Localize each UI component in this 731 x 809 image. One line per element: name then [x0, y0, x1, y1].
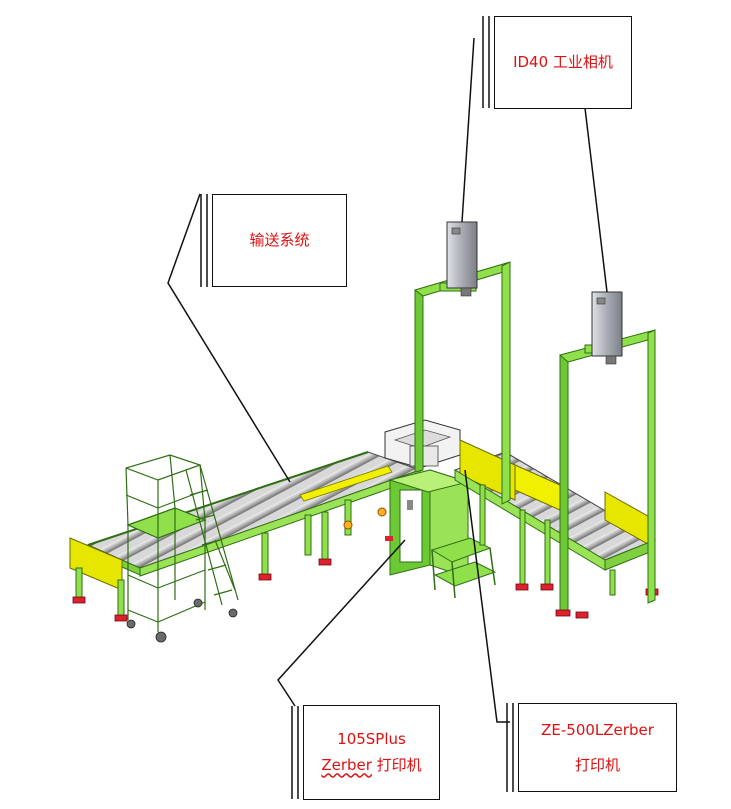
- callout-printer-b: ZE-500LZerber 打印机: [518, 703, 677, 792]
- camera-frame-right: [559, 329, 656, 613]
- callout-conveyor: 输送系统: [212, 194, 347, 287]
- printer-station: [384, 419, 497, 599]
- callout-printer-a-line2: Zerber 打印机: [321, 753, 421, 779]
- callout-printer-a: 105SPlus Zerber 打印机: [303, 705, 440, 800]
- platform-stair: [125, 454, 239, 632]
- callout-camera: ID40 工业相机: [494, 16, 632, 109]
- camera-left: [446, 221, 478, 297]
- callout-printer-b-line1: ZE-500LZerber: [541, 721, 654, 739]
- callout-conveyor-label: 输送系统: [249, 230, 310, 249]
- left-conveyor: [69, 451, 422, 622]
- callout-printer-a-suffix: 打印机: [371, 755, 422, 774]
- callout-printer-a-line1: 105SPlus: [337, 730, 406, 748]
- camera-right: [591, 291, 623, 365]
- callout-brackets: [200, 16, 514, 799]
- callout-printer-a-model: Zerber: [321, 755, 372, 774]
- callout-printer-b-line2: 打印机: [574, 755, 620, 774]
- leader-lines: [167, 37, 608, 723]
- callout-camera-label: ID40 工业相机: [513, 52, 613, 71]
- stair-wheels: [126, 598, 238, 643]
